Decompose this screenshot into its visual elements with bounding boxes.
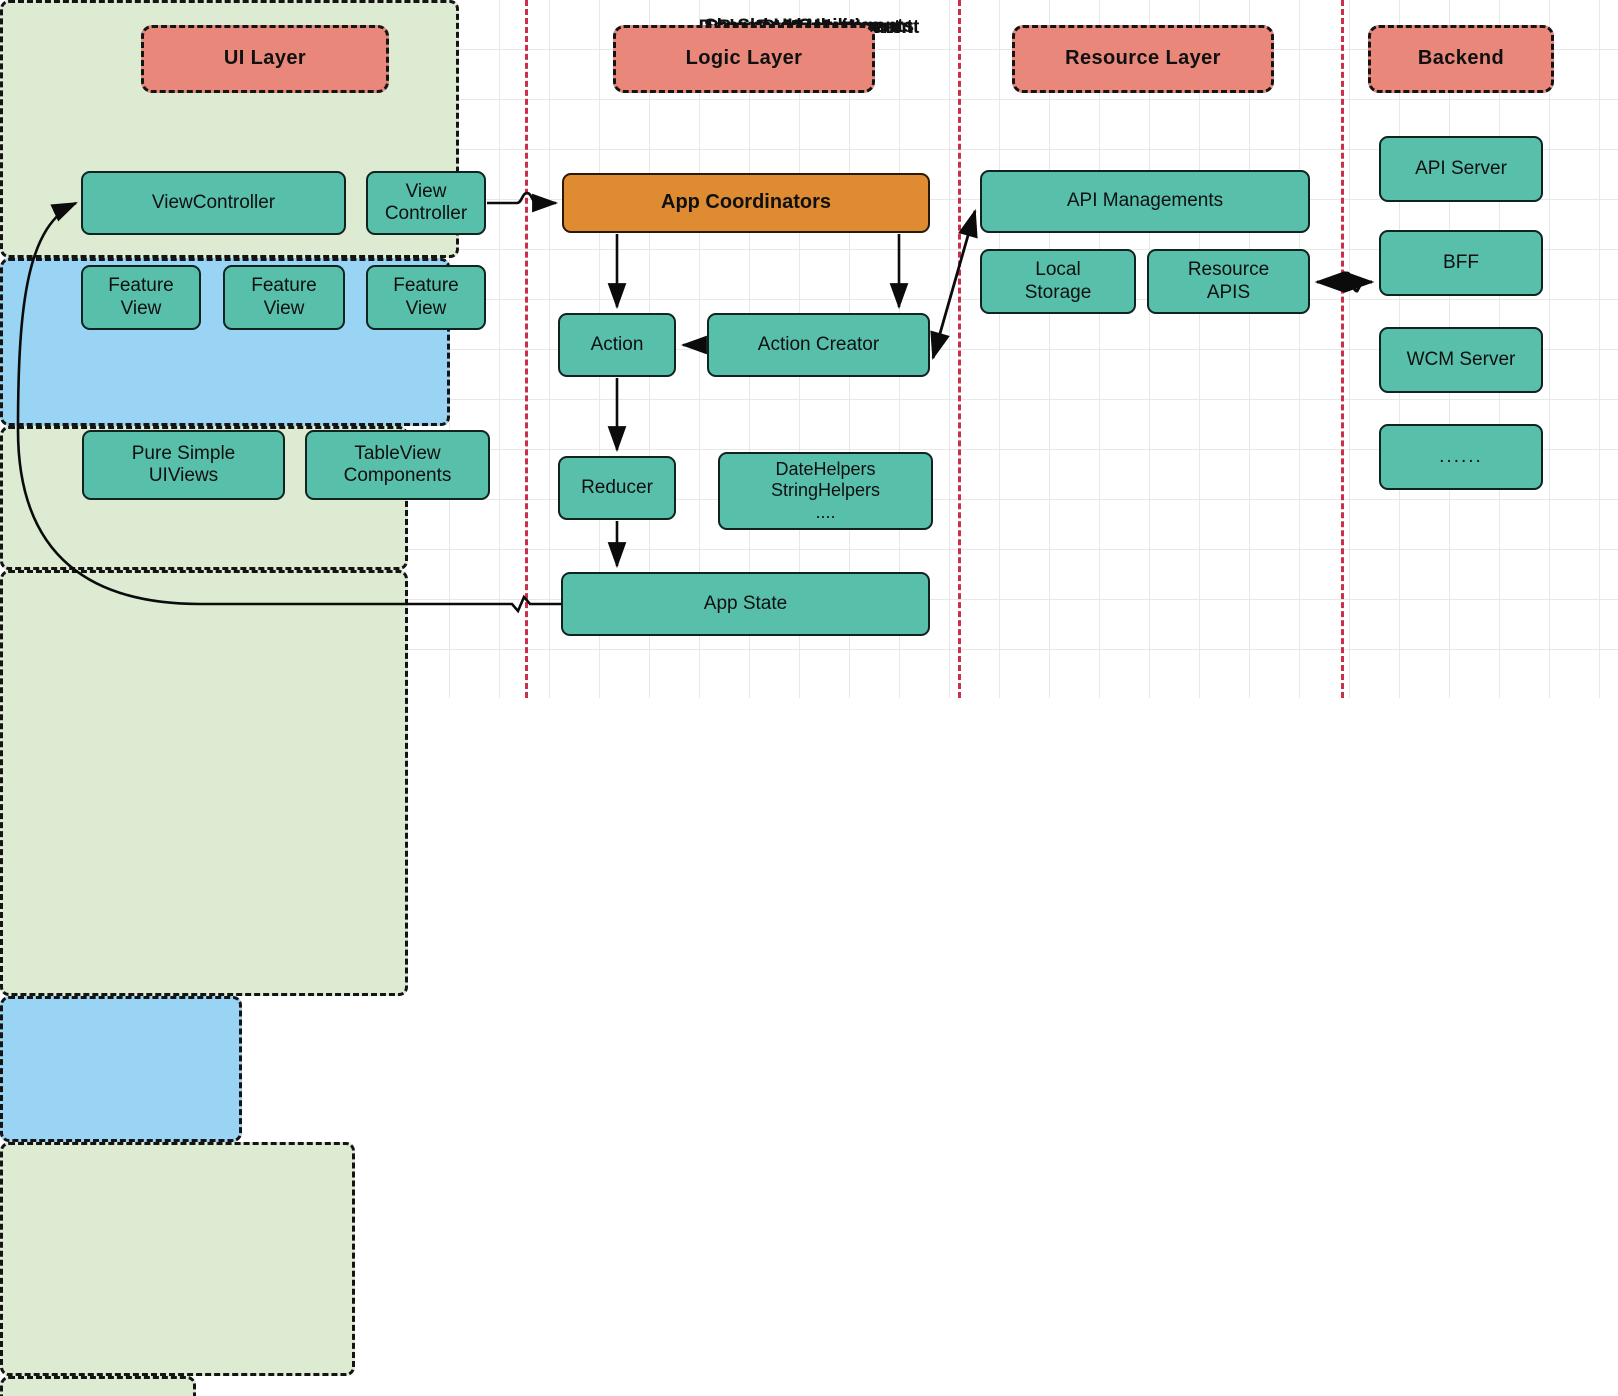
connector-resource-apis-to-backend <box>1314 271 1375 293</box>
node-app-state[interactable]: App State <box>561 572 930 636</box>
group-shared-utilities: Shared Ultilities <box>0 16 881 1142</box>
node-feature-view-2-label: Feature View <box>251 275 317 319</box>
node-reducer[interactable]: Reducer <box>558 456 676 520</box>
node-feature-view-3-label: Feature View <box>393 275 459 319</box>
node-resource-apis-label: Resource APIS <box>1187 259 1270 303</box>
node-wcm-server[interactable]: WCM Server <box>1379 327 1543 393</box>
node-more-servers[interactable]: ...... <box>1379 424 1543 490</box>
group-redux-state-management: Redux State Managment <box>0 17 919 996</box>
node-pure-simple-uiviews-label: Pure Simple UIViews <box>131 442 236 486</box>
layer-divider-resource-backend <box>1341 0 1344 698</box>
node-bff-label: BFF <box>1443 251 1479 273</box>
node-wcm-server-label: WCM Server <box>1406 348 1516 370</box>
node-tableview-components-label: TableView Components <box>343 442 452 486</box>
node-resource-apis[interactable]: Resource APIS <box>1147 249 1310 314</box>
node-app-coordinators[interactable]: App Coordinators <box>562 173 930 233</box>
node-action-creator[interactable]: Action Creator <box>707 313 930 377</box>
node-action-creator-label: Action Creator <box>757 333 880 355</box>
layer-header-resource-label: Resource Layer <box>1065 47 1221 70</box>
node-shared-helpers[interactable]: DateHelpers StringHelpers .... <box>718 452 933 530</box>
connector-action-creator-to-api-managements <box>930 208 978 361</box>
layer-header-ui-label: UI Layer <box>223 47 307 70</box>
node-feature-view-1-label: Feature View <box>108 275 174 319</box>
node-feature-view-1[interactable]: Feature View <box>81 265 201 330</box>
layer-header-logic[interactable]: Logic Layer <box>613 25 875 93</box>
node-shared-helpers-label: DateHelpers StringHelpers .... <box>770 459 881 522</box>
node-view-controller-main-label: ViewController <box>151 191 276 213</box>
group-backend <box>0 1376 196 1396</box>
node-api-managements-label: API Managements <box>1066 190 1224 212</box>
node-feature-view-3[interactable]: Feature View <box>366 265 486 330</box>
layer-header-backend[interactable]: Backend <box>1368 25 1554 93</box>
connector-view-controller-to-app-coordinators <box>487 191 559 213</box>
node-feature-view-2[interactable]: Feature View <box>223 265 345 330</box>
layer-header-logic-label: Logic Layer <box>685 47 803 70</box>
node-local-storage-label: Local Storage <box>1024 259 1092 303</box>
node-view-controller-side-label: View Controller <box>384 180 468 224</box>
layer-divider-logic-resource <box>958 0 961 698</box>
node-app-coordinators-label: App Coordinators <box>661 191 831 214</box>
group-resource-management: Resource Management <box>0 17 913 1376</box>
node-bff[interactable]: BFF <box>1379 230 1543 296</box>
node-api-server-label: API Server <box>1415 157 1507 179</box>
node-view-controller-main[interactable]: ViewController <box>81 171 346 235</box>
node-app-state-label: App State <box>703 592 788 614</box>
node-api-server[interactable]: API Server <box>1379 136 1543 202</box>
node-tableview-components[interactable]: TableView Components <box>305 430 490 500</box>
node-pure-simple-uiviews[interactable]: Pure Simple UIViews <box>82 430 285 500</box>
node-action-label: Action <box>590 333 644 355</box>
node-api-managements[interactable]: API Managements <box>980 170 1310 233</box>
node-action[interactable]: Action <box>558 313 676 377</box>
node-reducer-label: Reducer <box>581 476 653 498</box>
node-more-servers-label: ...... <box>1439 445 1483 467</box>
layer-header-backend-label: Backend <box>1417 47 1505 70</box>
node-local-storage[interactable]: Local Storage <box>980 249 1136 314</box>
layer-header-resource[interactable]: Resource Layer <box>1012 25 1274 93</box>
node-view-controller-side[interactable]: View Controller <box>366 171 486 235</box>
layer-divider-ui-logic <box>525 0 528 698</box>
layer-header-ui[interactable]: UI Layer <box>141 25 389 93</box>
